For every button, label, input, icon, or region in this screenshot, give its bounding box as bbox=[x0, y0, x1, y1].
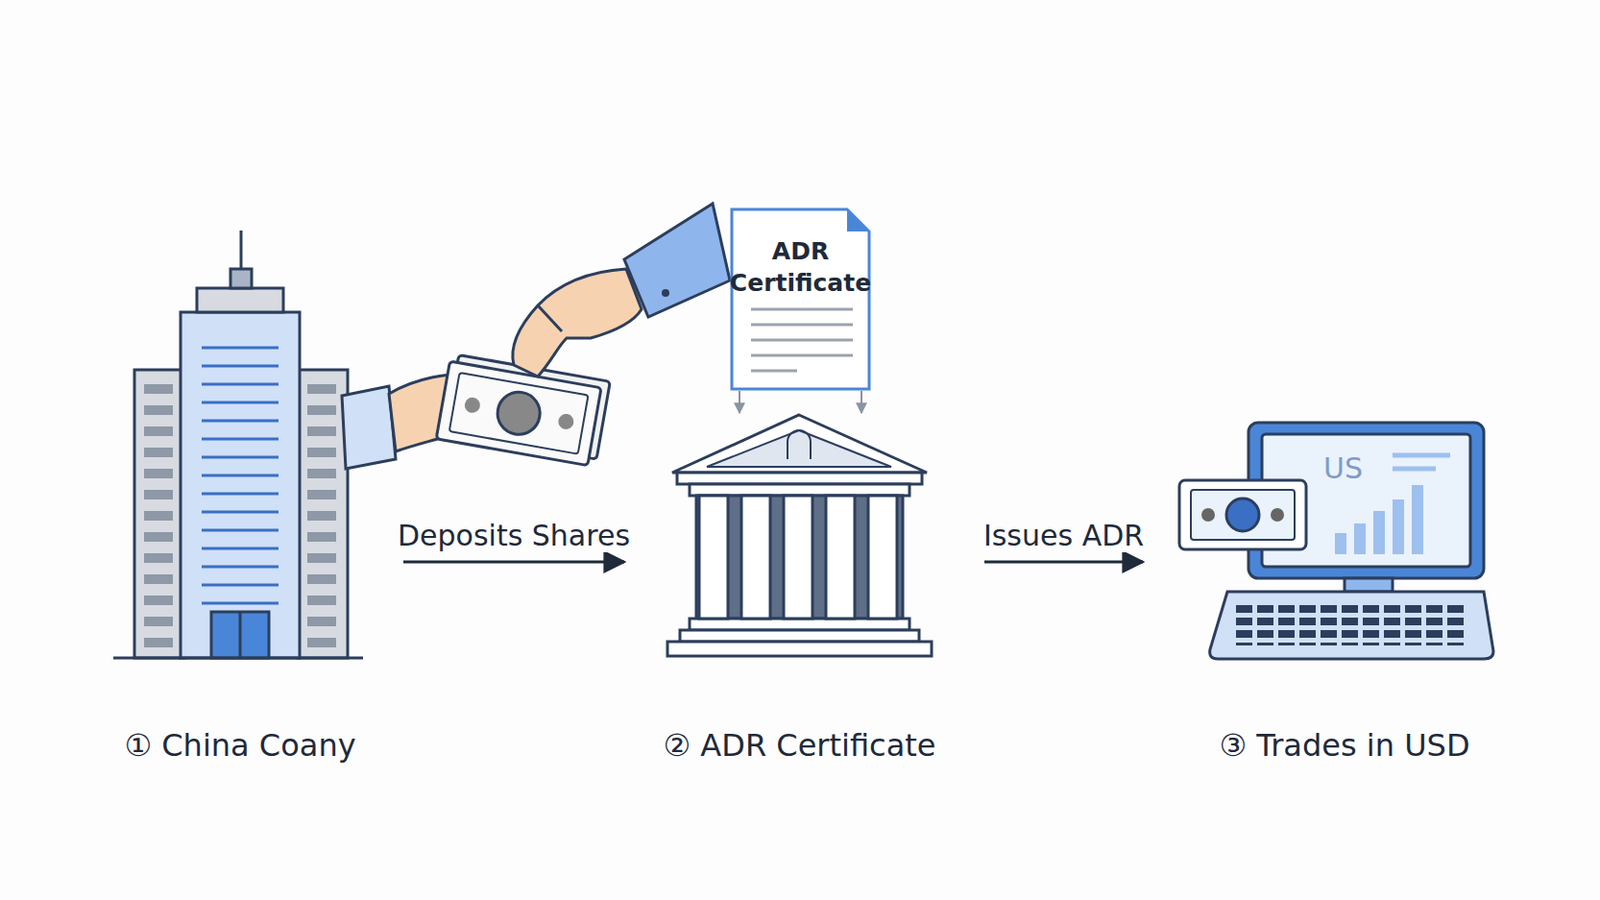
caption: ③ Trades in USD bbox=[1218, 727, 1470, 764]
caption: ① China Coany bbox=[123, 727, 356, 764]
illustration-node: ① China Coany bbox=[96, 225, 385, 764]
edge-label: Deposits Shares bbox=[395, 518, 632, 553]
connector bbox=[984, 561, 1143, 563]
illustration-node: ② ADR Certificate bbox=[633, 411, 966, 764]
connector bbox=[739, 390, 862, 413]
connector bbox=[403, 561, 625, 563]
edge-label: Issues ADR bbox=[981, 518, 1146, 553]
caption: ② ADR Certificate bbox=[662, 727, 936, 764]
screen-label: US bbox=[1323, 451, 1363, 485]
document-title: ADR Certificate bbox=[727, 209, 874, 299]
document-node: ADR Certificate bbox=[727, 209, 874, 389]
